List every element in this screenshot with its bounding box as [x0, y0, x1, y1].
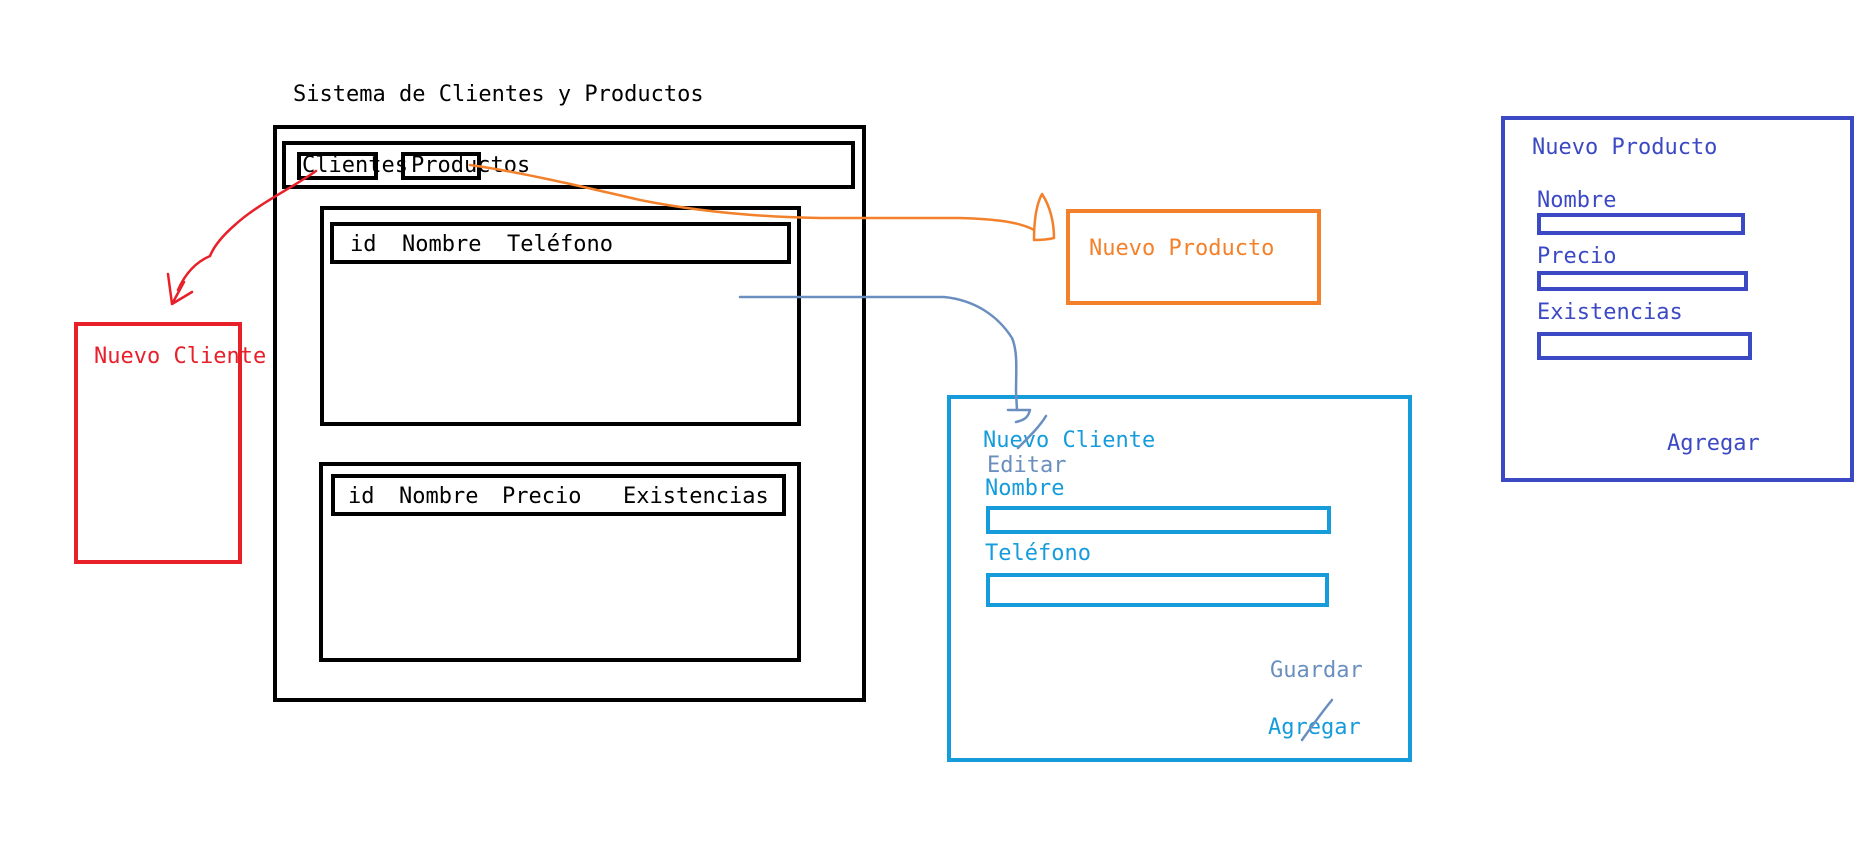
- products-table-panel: [319, 462, 801, 662]
- product-form-dialog: [1501, 116, 1854, 482]
- client-add-button[interactable]: Agregar: [1268, 715, 1361, 740]
- product-precio-input[interactable]: [1537, 271, 1748, 291]
- client-form-title: Nuevo Cliente: [983, 428, 1156, 453]
- column-header-id: id: [348, 484, 375, 509]
- product-nombre-input[interactable]: [1537, 213, 1745, 235]
- red-arrowhead: [166, 272, 194, 306]
- client-save-button[interactable]: Guardar: [1270, 658, 1363, 683]
- column-header-id: id: [350, 232, 377, 257]
- new-client-dialog-sketch: [74, 322, 242, 564]
- app-title: Sistema de Clientes y Productos: [293, 82, 704, 107]
- column-header-nombre: Nombre: [402, 232, 482, 257]
- new-product-sketch-title: Nuevo Producto: [1089, 236, 1275, 261]
- clients-table-header: id Nombre Teléfono: [330, 222, 791, 264]
- product-form-title: Nuevo Producto: [1532, 135, 1718, 160]
- tab-productos-label: Productos: [411, 153, 531, 178]
- product-add-button[interactable]: Agregar: [1667, 431, 1760, 456]
- tab-clientes[interactable]: [297, 152, 378, 180]
- tab-clientes-label: Clientes: [302, 153, 408, 178]
- column-header-nombre: Nombre: [399, 484, 479, 509]
- product-precio-label: Precio: [1537, 244, 1617, 269]
- client-telefono-label: Teléfono: [985, 541, 1091, 566]
- client-form-edit-label: Editar: [987, 453, 1067, 478]
- product-existencias-input[interactable]: [1537, 332, 1752, 360]
- client-telefono-input[interactable]: [986, 573, 1329, 607]
- column-header-telefono: Teléfono: [507, 232, 613, 257]
- client-nombre-label: Nombre: [985, 476, 1065, 501]
- new-product-dialog-sketch: [1066, 209, 1321, 305]
- product-existencias-label: Existencias: [1537, 300, 1683, 325]
- products-table-header: id Nombre Precio Existencias: [331, 474, 786, 516]
- client-form-dialog: [947, 395, 1412, 762]
- orange-arrowhead: [1032, 192, 1056, 242]
- column-header-existencias: Existencias: [623, 484, 769, 509]
- main-window: [273, 125, 866, 702]
- product-nombre-label: Nombre: [1537, 188, 1617, 213]
- column-header-precio: Precio: [502, 484, 582, 509]
- new-client-sketch-title: Nuevo Cliente: [94, 344, 267, 369]
- client-nombre-input[interactable]: [986, 506, 1331, 534]
